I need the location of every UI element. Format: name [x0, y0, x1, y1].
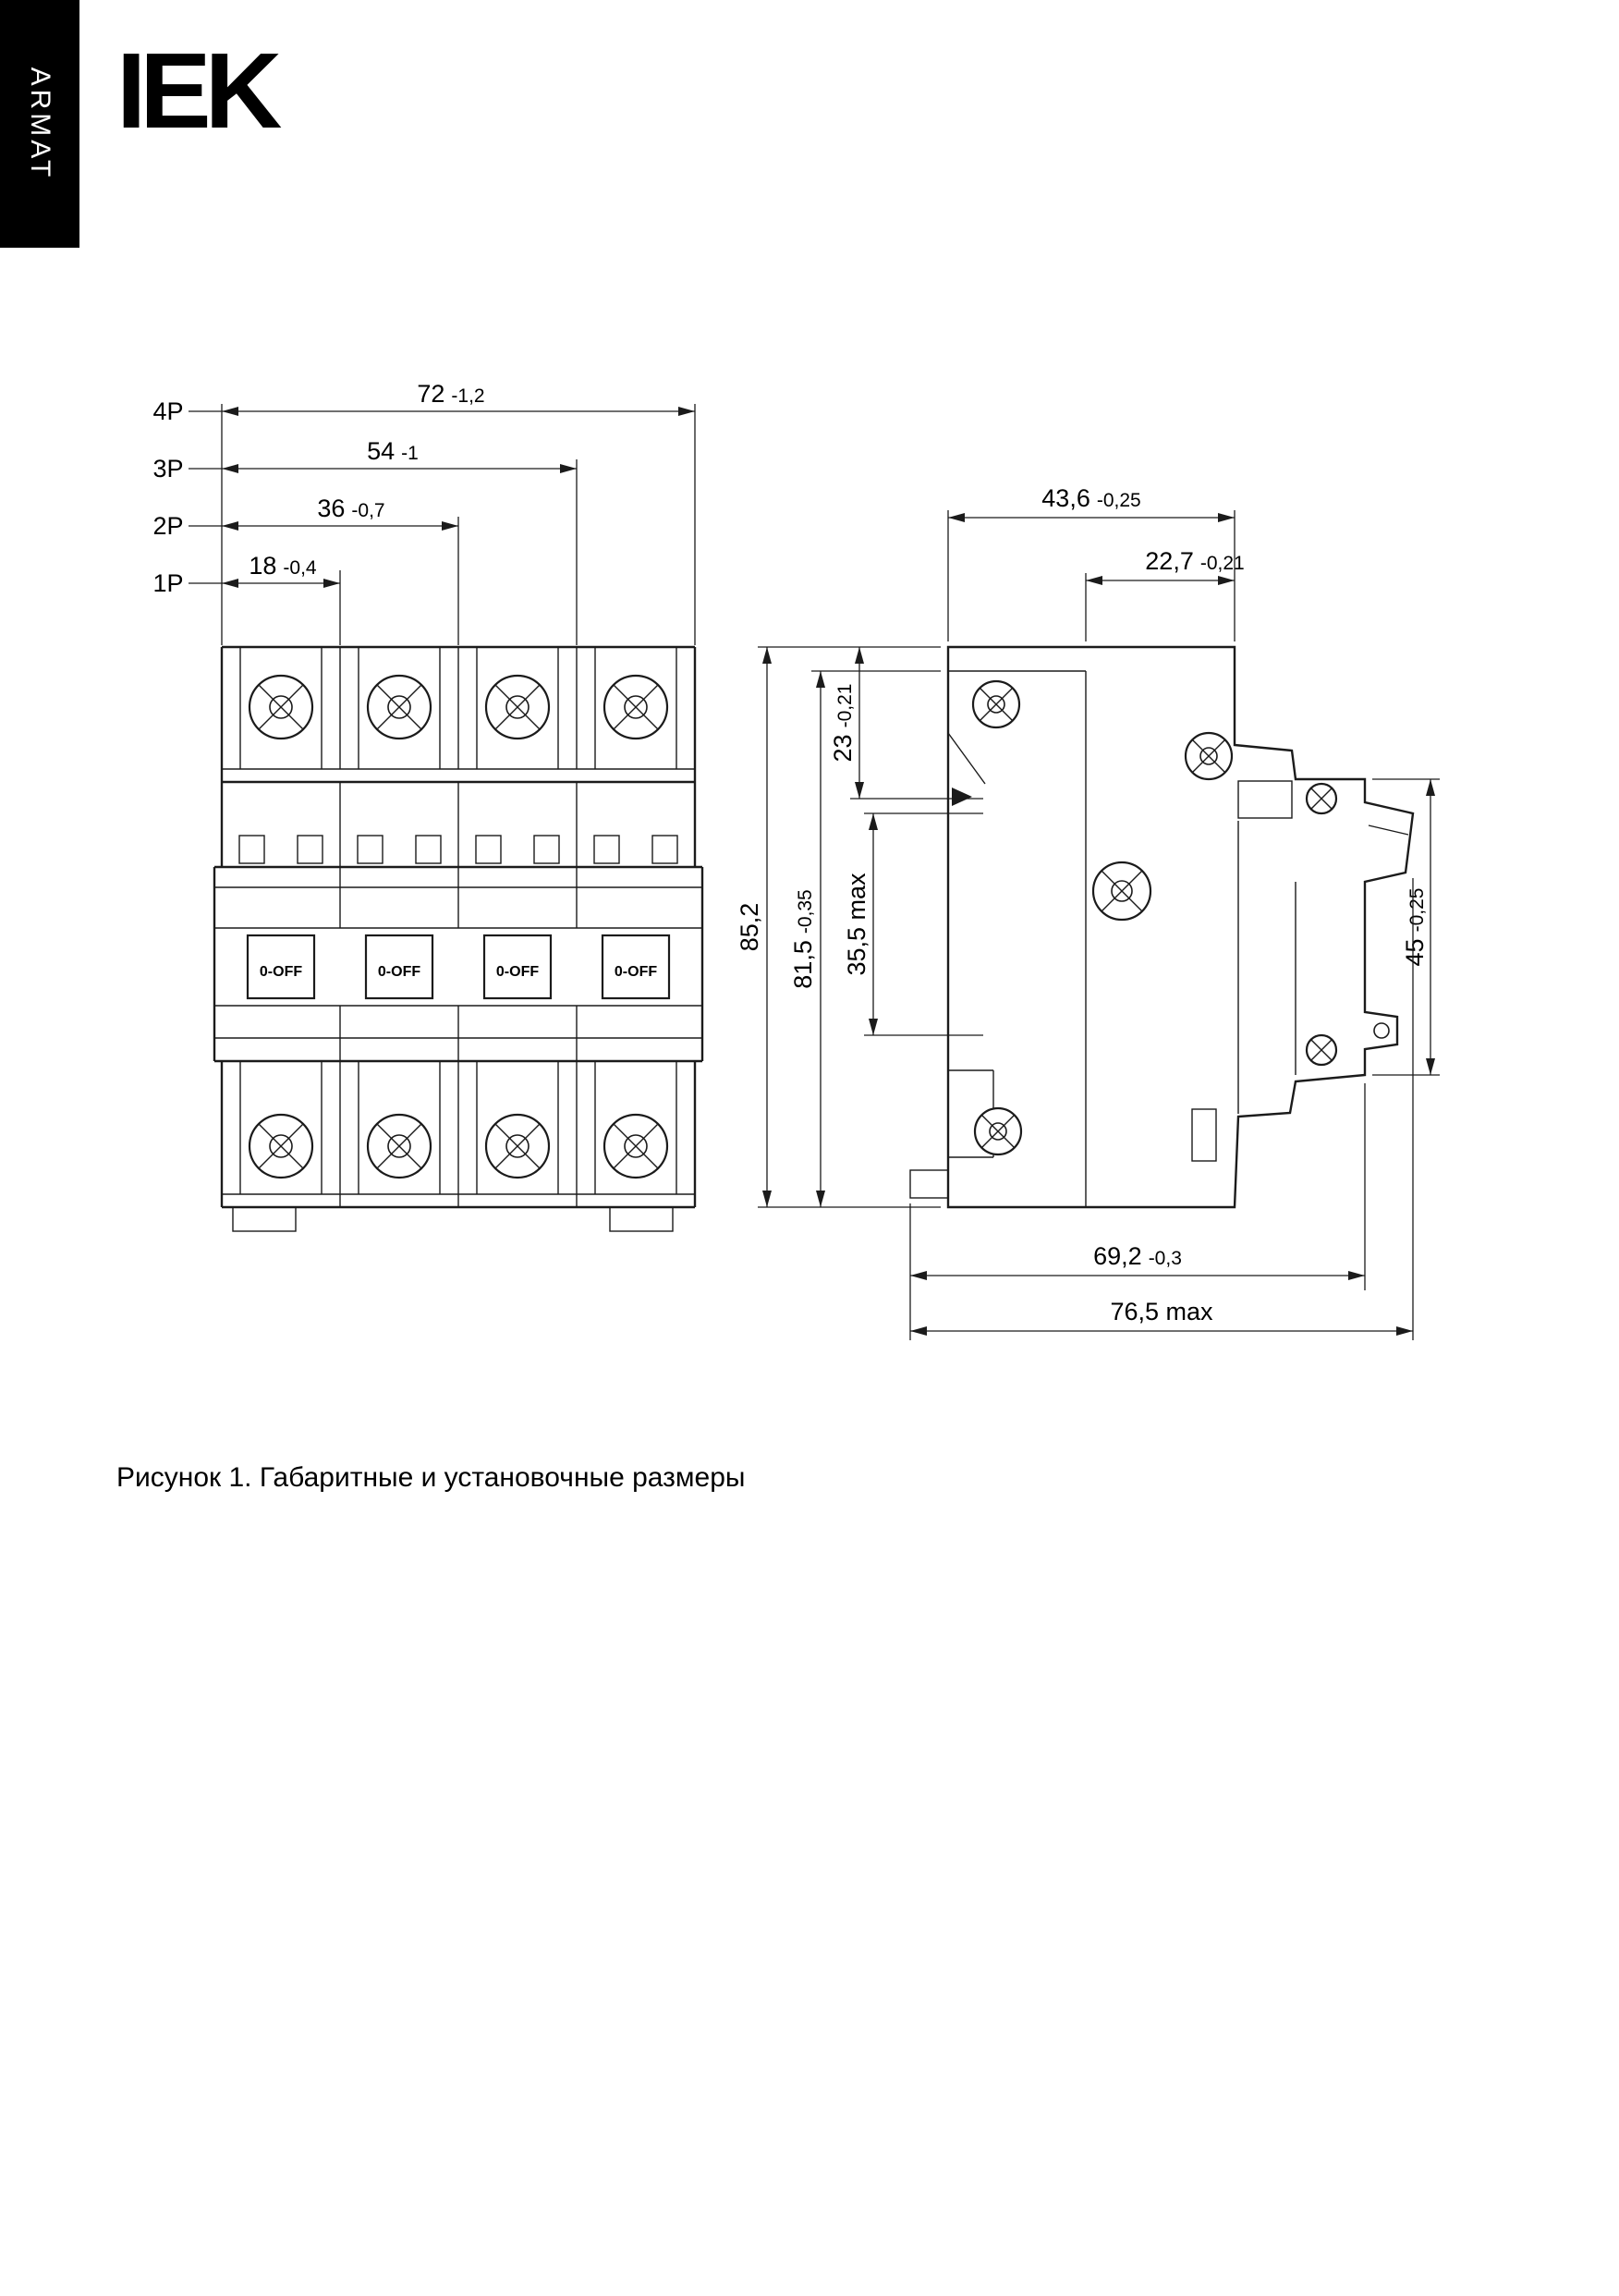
dim-3p: 3P 54-1 — [152, 437, 577, 482]
dim-1p-value: 18-0,4 — [249, 552, 317, 580]
din-clip-left — [232, 1206, 297, 1232]
dim-81-5-value: 81,5-0,35 — [789, 889, 817, 988]
toggle-label-3: 0-OFF — [496, 964, 539, 980]
screw-icon — [248, 674, 669, 740]
dim-35-5: 35,5 max — [843, 812, 983, 1036]
dim-35-5-value: 35,5 max — [843, 873, 870, 976]
pole-label-3p: 3P — [152, 455, 183, 482]
brand-sidebar: ARMAT — [0, 0, 79, 248]
side-view: 43,6-0,25 22,7-0,21 85,2 — [736, 484, 1440, 1340]
screw-icon — [248, 1113, 669, 1179]
dim-4p: 4P 72-1,2 — [152, 380, 695, 425]
dim-2p: 2P 36-0,7 — [152, 495, 458, 540]
dim-43-6-value: 43,6-0,25 — [1041, 484, 1140, 512]
toggle-label-1: 0-OFF — [260, 964, 302, 980]
dim-2p-value: 36-0,7 — [317, 495, 384, 522]
front-view: 4P 72-1,2 3P 54-1 2P 36-0,7 — [152, 380, 704, 1232]
dim-85-2-value: 85,2 — [736, 903, 763, 952]
din-latch — [909, 1169, 949, 1199]
dim-85-2: 85,2 — [736, 646, 941, 1208]
dim-45-value: 45-0,25 — [1401, 888, 1429, 967]
toggle-lever-3: 0-OFF — [482, 934, 553, 1000]
dim-1p: 1P 18-0,4 — [152, 552, 340, 597]
side-view-dimensions: 43,6-0,25 22,7-0,21 85,2 — [736, 484, 1440, 1340]
dim-76-5-value: 76,5 max — [1110, 1298, 1213, 1325]
dim-45: 45-0,25 — [1372, 778, 1440, 1076]
pole-label-2p: 2P — [152, 512, 183, 540]
dim-81-5: 81,5-0,35 — [789, 670, 941, 1207]
dim-23-value: 23-0,21 — [829, 684, 857, 763]
dim-43-6: 43,6-0,25 — [947, 484, 1236, 641]
dim-23: 23-0,21 — [829, 647, 983, 800]
front-view-body: 0-OFF 0-OFF 0-OFF 0-OFF — [213, 645, 704, 1232]
pole-label-4p: 4P — [152, 397, 183, 425]
sealing-hole-icon — [1373, 1022, 1390, 1039]
dim-22-7-value: 22,7-0,21 — [1145, 547, 1244, 575]
side-view-details — [909, 670, 1409, 1207]
toggle-lever-2: 0-OFF — [364, 934, 434, 1000]
front-view-dimensions: 4P 72-1,2 3P 54-1 2P 36-0,7 — [152, 380, 696, 645]
pole-label-1p: 1P — [152, 569, 183, 597]
dim-69-2-value: 69,2-0,3 — [1093, 1242, 1182, 1270]
iek-logo: IEK — [116, 31, 282, 151]
toggle-lever-1: 0-OFF — [246, 934, 316, 1000]
dim-76-5: 76,5 max — [910, 878, 1414, 1340]
toggle-lever-4: 0-OFF — [601, 934, 671, 1000]
dim-4p-value: 72-1,2 — [417, 380, 484, 408]
toggle-label-4: 0-OFF — [615, 964, 657, 980]
dim-3p-value: 54-1 — [367, 437, 419, 465]
screw-icon — [971, 679, 1390, 1156]
figure-caption: Рисунок 1. Габаритные и установочные раз… — [116, 1462, 746, 1493]
toggle-label-2: 0-OFF — [378, 964, 420, 980]
clip-pointer-icon — [952, 788, 972, 806]
din-clip-right — [609, 1206, 674, 1232]
side-view-outline — [946, 645, 1415, 1209]
dim-69-2: 69,2-0,3 — [909, 1083, 1366, 1340]
dim-22-7: 22,7-0,21 — [1085, 547, 1245, 641]
